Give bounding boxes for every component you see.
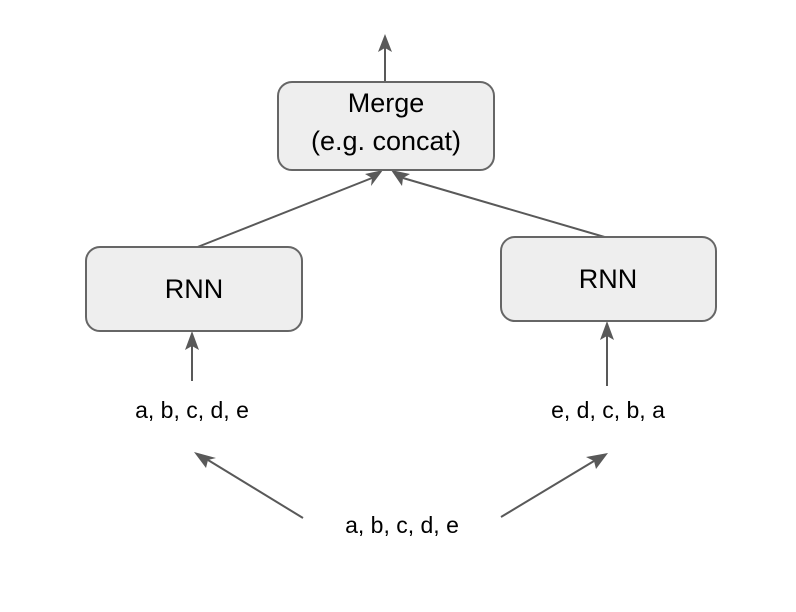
edge-reversed-sequence-to-rnn-arrowhead: [600, 321, 614, 340]
edge-input-to-forward-sequence-line: [207, 459, 304, 519]
node-merge-label-line1: Merge: [348, 88, 425, 118]
edge-input-to-reversed-sequence-line: [500, 460, 595, 518]
edge-input-to-reversed-sequence: [500, 453, 608, 518]
node-rnn-backward[interactable]: RNN: [500, 236, 717, 322]
edge-rnn-backward-to-merge-line: [402, 177, 609, 239]
label-forward-sequence: a, b, c, d, e: [135, 397, 249, 423]
edge-merge-to-output-arrowhead: [378, 34, 392, 52]
edge-merge-to-output: [378, 34, 392, 82]
edge-rnn-forward-to-merge-arrowhead: [365, 170, 383, 186]
node-merge-label-line2: (e.g. concat): [311, 126, 461, 156]
edge-rnn-backward-to-merge-arrowhead: [391, 170, 410, 186]
edge-input-to-reversed-sequence-arrowhead: [586, 453, 608, 469]
node-rnn-forward[interactable]: RNN: [85, 246, 303, 332]
edge-reversed-sequence-to-rnn: [600, 321, 614, 386]
node-merge[interactable]: Merge (e.g. concat): [277, 81, 495, 171]
edge-input-to-forward-sequence-arrowhead: [194, 452, 216, 468]
node-rnn-backward-box[interactable]: [500, 236, 717, 322]
label-input-sequence: a, b, c, d, e: [345, 512, 459, 538]
edge-forward-sequence-to-rnn: [185, 331, 199, 381]
node-rnn-forward-box[interactable]: [85, 246, 303, 332]
edge-rnn-forward-to-merge: [194, 170, 383, 249]
node-merge-box[interactable]: [277, 81, 495, 171]
edge-rnn-backward-to-merge: [391, 170, 609, 239]
edge-input-to-forward-sequence: [194, 452, 304, 519]
edge-rnn-forward-to-merge-line: [194, 177, 373, 249]
node-rnn-backward-label: RNN: [579, 264, 638, 294]
label-reversed-sequence: e, d, c, b, a: [551, 397, 665, 423]
edge-forward-sequence-to-rnn-arrowhead: [185, 331, 199, 350]
node-rnn-forward-label: RNN: [165, 274, 224, 304]
